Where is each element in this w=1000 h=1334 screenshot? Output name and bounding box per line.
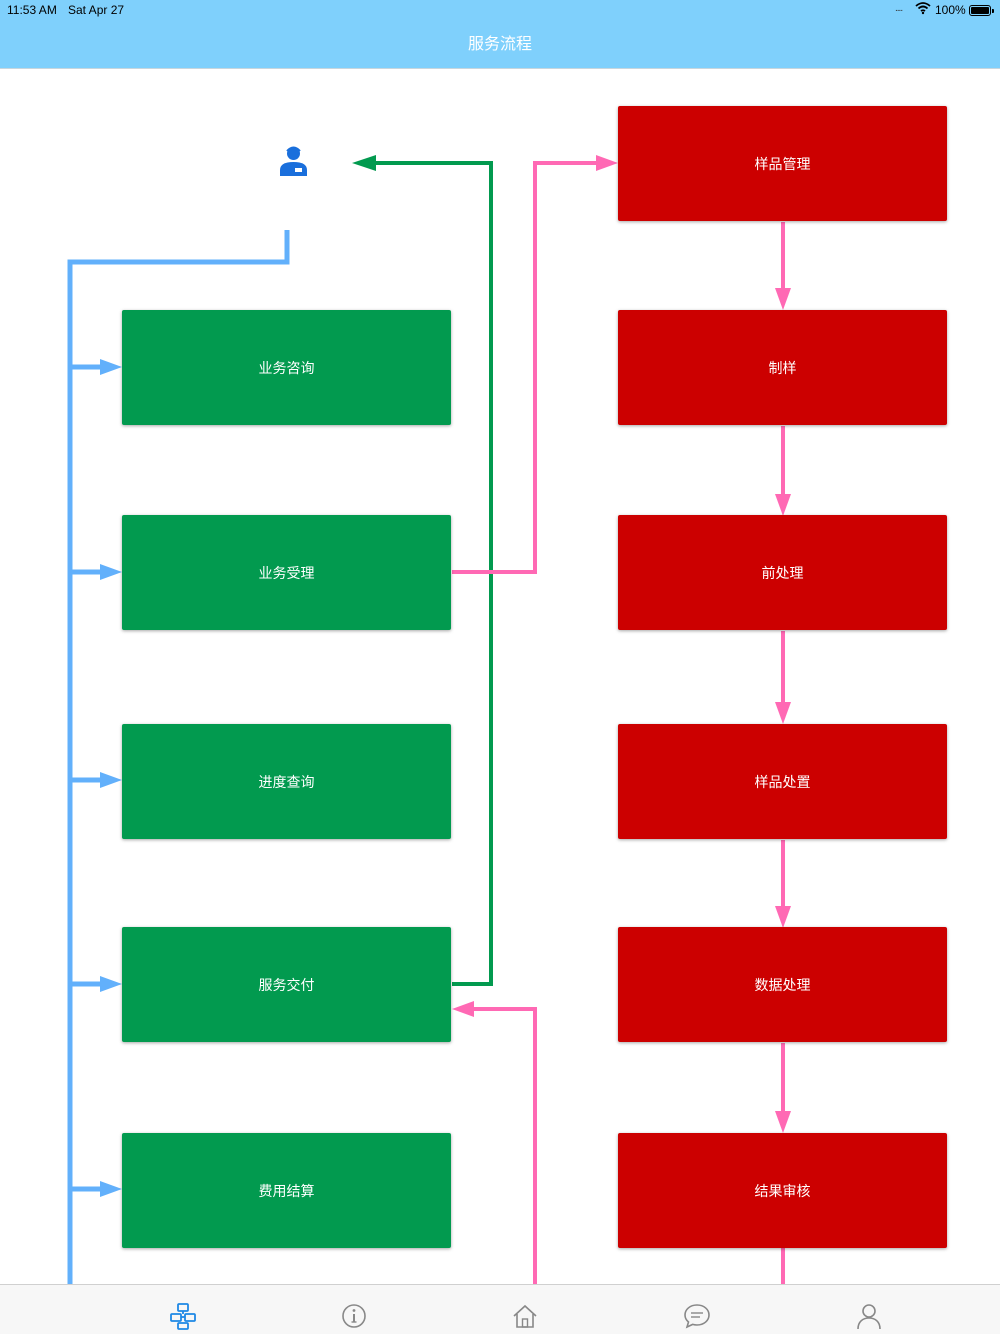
- wifi-icon: [915, 1, 931, 18]
- step-progress-query[interactable]: 进度查询: [122, 724, 451, 839]
- step-label: 进度查询: [258, 774, 315, 791]
- step-label: 前处理: [761, 565, 804, 582]
- page-title: 服务流程: [467, 34, 532, 53]
- step-pretreatment[interactable]: 前处理: [618, 515, 947, 630]
- step-label: 数据处理: [754, 977, 811, 994]
- tab-flow[interactable]: [83, 1285, 283, 1334]
- chat-icon: [684, 1304, 710, 1329]
- pink-connector-to-lab: [452, 155, 618, 574]
- step-label: 结果审核: [754, 1183, 811, 1200]
- pink-lab-arrowheads: [775, 288, 791, 1133]
- info-icon: [342, 1304, 366, 1328]
- navigation-bar: 服务流程: [0, 22, 1000, 69]
- status-date: Sat Apr 27: [68, 3, 125, 17]
- step-label: 样品管理: [754, 156, 811, 173]
- battery-percent: 100%: [935, 3, 966, 17]
- blue-connector: [67, 230, 290, 1284]
- blue-arrowheads: [100, 359, 122, 1197]
- pink-connector-to-delivery: [452, 1001, 537, 1284]
- step-sample-disposal[interactable]: 样品处置: [618, 724, 947, 839]
- status-time: 11:53 AM: [7, 3, 57, 17]
- step-label: 业务受理: [258, 565, 315, 582]
- step-business-accept[interactable]: 业务受理: [122, 515, 451, 630]
- step-label: 业务咨询: [258, 360, 315, 377]
- step-result-review[interactable]: 结果审核: [618, 1133, 947, 1248]
- step-fee-settlement[interactable]: 费用结算: [122, 1133, 451, 1248]
- step-label: 服务交付: [258, 977, 315, 994]
- step-business-consult[interactable]: 业务咨询: [122, 310, 451, 425]
- profile-icon: [857, 1304, 881, 1330]
- tab-info[interactable]: [254, 1285, 454, 1334]
- tab-bar: [0, 1284, 1000, 1334]
- home-icon: [513, 1304, 537, 1328]
- status-bar: 11:53 AM Sat Apr 27 .... 100%: [0, 0, 1000, 22]
- step-label: 样品处置: [754, 774, 811, 791]
- tab-chat[interactable]: [597, 1285, 797, 1334]
- battery-icon: [969, 5, 994, 16]
- signal-icon: ....: [895, 3, 903, 14]
- step-label: 费用结算: [258, 1183, 315, 1200]
- step-label: 制样: [768, 360, 797, 377]
- step-sample-management[interactable]: 样品管理: [618, 106, 947, 221]
- step-service-delivery[interactable]: 服务交付: [122, 927, 451, 1042]
- step-data-processing[interactable]: 数据处理: [618, 927, 947, 1042]
- tab-home[interactable]: [425, 1285, 625, 1334]
- customer-service-user-icon[interactable]: [279, 146, 308, 177]
- step-sample-preparation[interactable]: 制样: [618, 310, 947, 425]
- tab-profile[interactable]: [769, 1285, 969, 1334]
- flow-icon: [170, 1303, 196, 1330]
